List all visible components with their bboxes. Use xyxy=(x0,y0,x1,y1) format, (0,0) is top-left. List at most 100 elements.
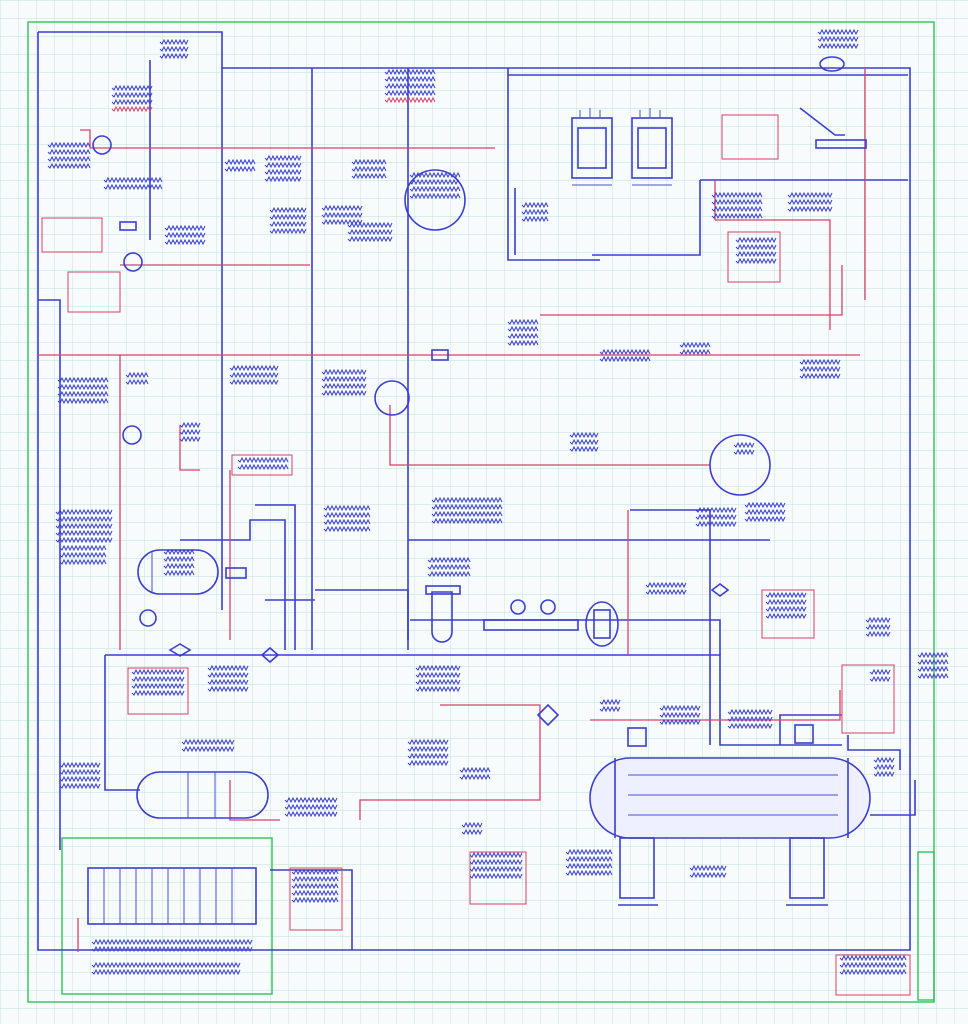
annotation-line xyxy=(565,862,613,870)
annotation-line xyxy=(744,508,786,516)
annotation-line xyxy=(321,204,363,212)
annotation-block xyxy=(321,368,367,397)
annotation-line xyxy=(817,42,859,50)
annotation-line xyxy=(869,675,891,683)
annotation-block xyxy=(179,421,201,443)
annotation-line xyxy=(291,882,339,890)
annotation-line xyxy=(461,821,483,829)
annotation-line xyxy=(229,378,279,386)
annotation-block xyxy=(347,221,393,243)
annotation-block xyxy=(57,376,109,405)
annotation-line xyxy=(469,865,523,873)
annotation-line xyxy=(59,558,107,566)
annotation-line xyxy=(164,238,206,246)
annotation-line xyxy=(229,371,279,379)
annotation-line xyxy=(865,616,891,624)
annotation-line xyxy=(744,515,786,523)
annotation-line xyxy=(224,165,256,173)
annotation-line xyxy=(91,968,241,976)
annotation-line xyxy=(55,522,113,530)
annotation-line xyxy=(461,828,483,836)
annotation-line xyxy=(521,208,549,216)
annotation-line xyxy=(321,368,367,376)
annotation-block xyxy=(817,28,859,50)
annotation-line xyxy=(521,201,549,209)
table-icon xyxy=(77,867,257,952)
annotation-line xyxy=(645,581,687,589)
annotation-line xyxy=(47,141,91,149)
drum-icon xyxy=(137,549,219,595)
annotation-line xyxy=(159,38,189,46)
annotation-line xyxy=(869,668,891,676)
annotation-line xyxy=(507,339,539,347)
annotation-line xyxy=(284,803,338,811)
annotation-line xyxy=(507,318,539,326)
annotation-line xyxy=(264,168,302,176)
annotation-block xyxy=(59,761,101,790)
annotation-block xyxy=(229,364,279,386)
valve-icon xyxy=(119,221,730,727)
annotation-line xyxy=(164,224,206,232)
annotation-block xyxy=(565,848,613,877)
annotation-line xyxy=(131,675,185,683)
annotation-line xyxy=(111,84,153,92)
loading-arm-icon xyxy=(799,56,867,149)
annotation-line xyxy=(565,848,613,856)
annotation-line xyxy=(384,75,436,83)
annotation-block xyxy=(689,864,727,879)
annotation-block xyxy=(91,961,241,976)
annotation-line xyxy=(565,869,613,877)
annotation-line xyxy=(507,325,539,333)
annotation-line xyxy=(765,591,807,599)
annotation-block xyxy=(131,668,185,697)
annotation-line xyxy=(659,718,701,726)
annotation-line xyxy=(599,698,621,706)
annotation-line xyxy=(599,355,651,363)
annotation-line xyxy=(55,536,113,544)
annotation-line xyxy=(787,205,833,213)
annotation-line xyxy=(384,68,436,76)
annotation-line xyxy=(351,158,387,166)
annotation-block xyxy=(873,756,895,778)
annotation-line xyxy=(163,548,195,556)
annotation-line xyxy=(599,705,621,713)
annotation-line xyxy=(229,364,279,372)
annotation-block xyxy=(159,38,189,60)
annotation-line xyxy=(865,630,891,638)
annotation-line xyxy=(427,556,471,564)
annotation-line xyxy=(839,954,907,962)
annotation-line xyxy=(459,773,491,781)
annotation-line xyxy=(407,752,449,760)
annotation-line xyxy=(727,708,773,716)
annotation-line xyxy=(787,191,833,199)
annotation-line xyxy=(131,682,185,690)
annotation-line xyxy=(164,231,206,239)
annotation-line xyxy=(569,445,599,453)
annotation-line xyxy=(323,504,371,512)
annotation-block xyxy=(415,664,461,693)
annotation-block xyxy=(431,496,503,525)
annotation-line xyxy=(765,598,807,606)
annotation-line xyxy=(57,397,109,405)
annotation-line xyxy=(59,551,107,559)
annotation-line xyxy=(469,851,523,859)
annotation-line xyxy=(321,389,367,397)
annotation-line xyxy=(125,371,149,379)
annotation-block xyxy=(125,371,149,386)
annotation-line xyxy=(207,671,249,679)
annotation-block xyxy=(507,318,539,347)
annotation-line xyxy=(733,441,755,449)
annotation-line xyxy=(269,206,307,214)
annotation-line xyxy=(321,382,367,390)
annotation-block xyxy=(787,191,833,213)
annotation-line xyxy=(159,45,189,53)
annotation-block xyxy=(103,176,163,191)
annotation-line xyxy=(284,810,338,818)
annotation-line xyxy=(409,185,461,193)
annotation-line xyxy=(103,176,163,184)
annotation-line xyxy=(787,198,833,206)
annotation-line xyxy=(711,191,763,199)
annotation-line xyxy=(689,864,727,872)
annotation-line xyxy=(735,236,777,244)
